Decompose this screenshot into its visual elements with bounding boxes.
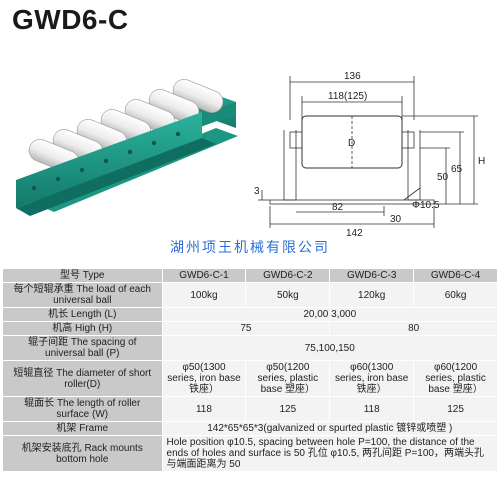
table-row: 辊子间距 The spacing of universal ball (P) 7… [2,335,499,361]
table-cell: 120kg [329,282,415,308]
table-cell: 125 [413,396,498,422]
table-cell: φ50(1300 series, iron base 铁座） [161,360,247,397]
table-cell: 125 [245,396,331,422]
product-photo [10,62,246,238]
dim-65: 65 [451,164,463,175]
table-row: 机长 Length (L) 20,00 3,000 [2,307,499,322]
header-label: 型号 Type [2,268,163,283]
dim-H: H [478,156,485,167]
table-cell: 75 [161,321,331,336]
dim-50: 50 [437,172,449,183]
table-row: 机高 High (H) 75 80 [2,321,498,336]
dim-136: 136 [344,71,361,82]
row-label-length: 机长 Length (L) [2,307,163,322]
dim-D: D [348,138,355,149]
header-col: GWD6-C-4 [413,268,498,283]
row-label-high: 机高 High (H) [2,321,163,336]
table-row: 短辊直径 The diameter of short roller(D) φ50… [2,360,498,397]
table-cell: 118 [161,396,247,422]
header-col: GWD6-C-1 [161,268,247,283]
table-cell: 142*65*65*3(galvanized or spurted plasti… [161,421,499,436]
table-cell: 20,00 3,000 [161,307,499,322]
dim-hole: Φ10.5 [412,200,440,211]
row-label-pitch: 辊子间距 The spacing of universal ball (P) [2,335,163,361]
table-cell: φ50(1200 series, plastic base 塑座） [245,360,331,397]
table-row: 辊面长 The length of roller surface (W) 118… [2,396,498,422]
table-row: 机架安装底孔 Rack mounts bottom hole Hole posi… [2,435,499,472]
roller-conveyor-illustration [16,79,238,216]
table-cell: Hole position φ10.5, spacing between hol… [161,435,499,472]
table-cell: 80 [329,321,498,336]
dim-3: 3 [254,186,260,197]
table-cell: 100kg [161,282,247,308]
table-cell: φ60(1200 series, plastic base 塑座） [413,360,498,397]
table-cell: 75,100,150 [161,335,499,361]
row-label-load: 每个短辊承重 The load of each universal ball [2,282,163,308]
dim-30: 30 [390,214,402,225]
table-row: 每个短辊承重 The load of each universal ball 1… [2,282,498,308]
dim-142: 142 [346,228,363,239]
spec-table: 型号 Type GWD6-C-1 GWD6-C-2 GWD6-C-3 GWD6-… [2,268,499,472]
dim-118: 118(125) [328,91,367,102]
table-row: 机架 Frame 142*65*65*3(galvanized or spurt… [2,421,499,436]
table-cell: 50kg [245,282,331,308]
dim-82: 82 [332,202,344,213]
table-cell: φ60(1300 series, iron base 铁座） [329,360,415,397]
row-label-roller-length: 辊面长 The length of roller surface (W) [2,396,163,422]
page-title: GWD6-C [12,4,129,35]
technical-drawing: 136 118(125) D 82 142 30 Φ10.5 3 50 65 H [250,60,494,240]
table-cell: 60kg [413,282,498,308]
company-name: 湖州项王机械有限公司 [170,240,330,256]
row-label-mount: 机架安装底孔 Rack mounts bottom hole [2,435,163,472]
table-cell: 118 [329,396,415,422]
row-label-frame: 机架 Frame [2,421,163,436]
header-col: GWD6-C-2 [245,268,331,283]
header-col: GWD6-C-3 [329,268,415,283]
table-row: 型号 Type GWD6-C-1 GWD6-C-2 GWD6-C-3 GWD6-… [2,268,498,283]
row-label-diameter: 短辊直径 The diameter of short roller(D) [2,360,163,397]
